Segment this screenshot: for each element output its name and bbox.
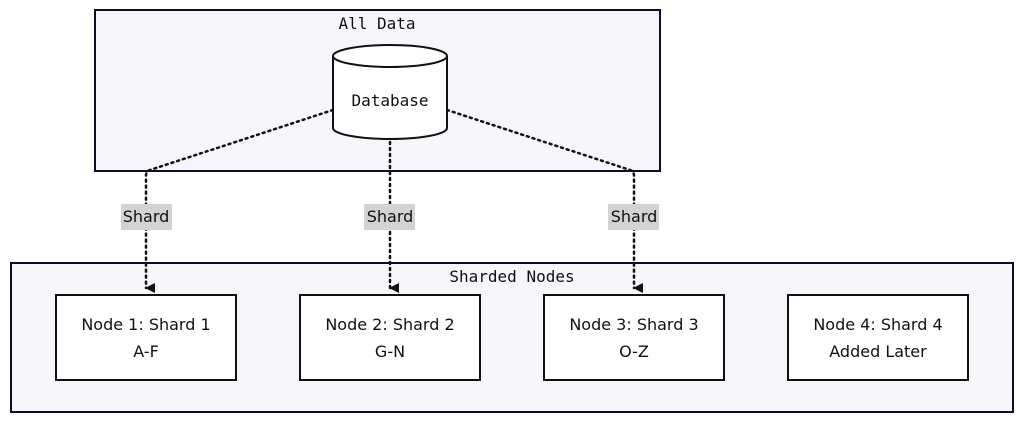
node-3: Node 3: Shard 3 O-Z bbox=[543, 294, 725, 381]
node-3-title: Node 3: Shard 3 bbox=[569, 315, 698, 334]
edge-label-2-text: Shard bbox=[367, 207, 414, 226]
node-2-range: G-N bbox=[375, 342, 405, 361]
edge-label-2: Shard bbox=[364, 204, 415, 230]
cluster-sharded-nodes-title: Sharded Nodes bbox=[449, 267, 574, 286]
database-label: Database bbox=[351, 91, 428, 110]
node-1-title: Node 1: Shard 1 bbox=[81, 315, 210, 334]
node-4: Node 4: Shard 4 Added Later bbox=[787, 294, 969, 381]
node-2-title: Node 2: Shard 2 bbox=[325, 315, 454, 334]
node-4-title: Node 4: Shard 4 bbox=[813, 315, 942, 334]
edge-label-3-text: Shard bbox=[611, 207, 658, 226]
edge-label-1: Shard bbox=[121, 204, 172, 230]
node-1: Node 1: Shard 1 A-F bbox=[55, 294, 237, 381]
node-2: Node 2: Shard 2 G-N bbox=[299, 294, 481, 381]
database-cylinder: Database bbox=[332, 44, 448, 140]
node-1-range: A-F bbox=[133, 342, 159, 361]
edge-to-node-1 bbox=[144, 108, 335, 293]
node-4-range: Added Later bbox=[829, 342, 927, 361]
cluster-all-data-title: All Data bbox=[338, 14, 415, 33]
edge-label-3: Shard bbox=[608, 204, 659, 230]
node-3-range: O-Z bbox=[619, 342, 649, 361]
edge-label-1-text: Shard bbox=[123, 207, 170, 226]
edge-to-node-3 bbox=[445, 108, 643, 293]
